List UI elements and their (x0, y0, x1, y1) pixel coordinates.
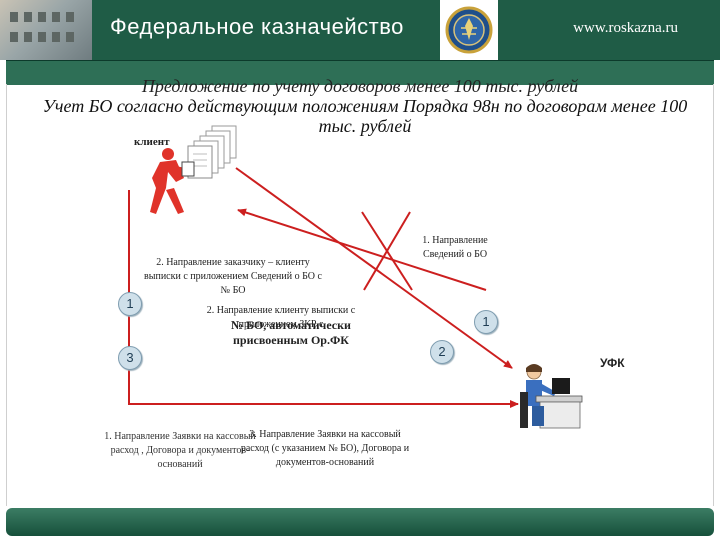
site-url-link[interactable]: www.roskazna.ru (573, 20, 678, 36)
step2-center-label: 2. Направление клиенту выписки с приложе… (206, 305, 356, 330)
slide-title: Учет БО согласно действующим положениям … (42, 96, 688, 136)
slide-title-overlay: Предложение по учету договоров менее 100… (141, 76, 579, 96)
header-bar: Федеральное казначейство www.roskazna.ru (0, 0, 720, 60)
marker-1-left: 1 (118, 292, 142, 316)
arrow-step2-to-client (237, 208, 487, 291)
cross-mark-icon (361, 211, 413, 291)
step2-center-bold-label: № БО, автоматически присвоенным Ор.ФК (231, 318, 351, 347)
client-label: клиент (134, 136, 170, 148)
header-sub-bar (6, 60, 714, 85)
slide-frame (6, 84, 714, 506)
step3-bottom-label: 3. Направление Заявки на кассовый расход… (240, 429, 410, 468)
emblem-logo (440, 0, 498, 60)
step1-right-label: 1. Направление Сведений о БО (422, 235, 488, 260)
marker-3-left: 3 (118, 346, 142, 370)
ufk-person-icon (520, 364, 583, 429)
arrow-step2-to-ufk (235, 167, 513, 369)
footer-bar (6, 508, 714, 536)
arrow-step3-to-ufk (128, 190, 519, 408)
bottom-label-overlay: 1. Направление Заявки на кассовый расход… (104, 431, 256, 470)
ufk-label: УФК (600, 356, 625, 370)
client-person-icon (150, 148, 195, 214)
building-photo (0, 0, 92, 60)
marker-1-right: 1 (474, 310, 498, 334)
step2-left-label: 2. Направление заказчику – клиенту выпис… (144, 257, 322, 296)
agency-title: Федеральное казначейство (110, 14, 404, 39)
documents-stack-icon (187, 125, 237, 179)
marker-2-center: 2 (430, 340, 454, 364)
